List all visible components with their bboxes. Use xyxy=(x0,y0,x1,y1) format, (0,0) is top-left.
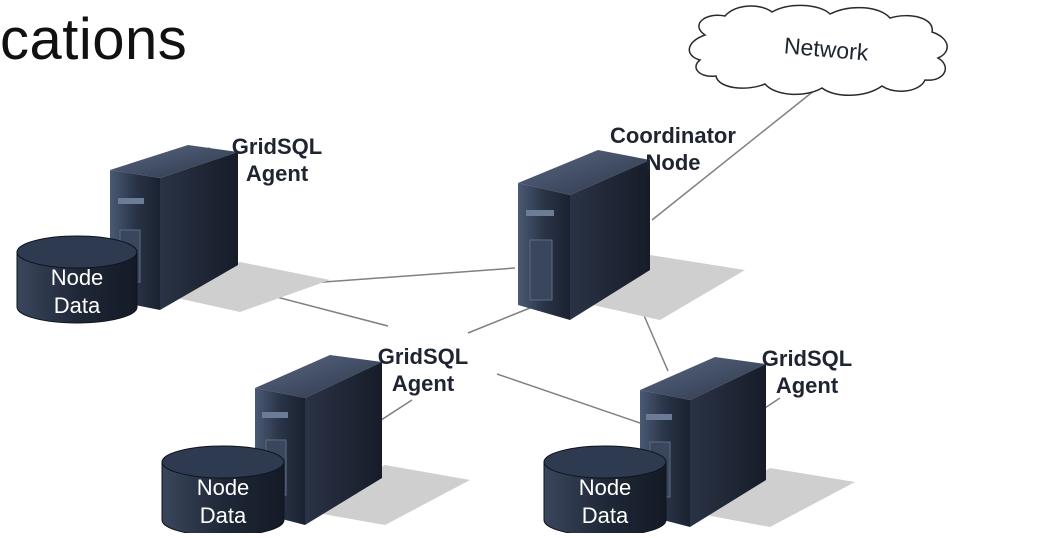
coordinator-node-label: Coordinator Node xyxy=(598,122,748,176)
agent-3-label: GridSQL Agent xyxy=(752,345,862,399)
node-data-label-3: Node Data xyxy=(555,474,655,530)
agent-3-label-line1: GridSQL xyxy=(761,346,853,371)
connector-agent2-agent3 xyxy=(496,373,641,424)
agent-2-label-line1: GridSQL xyxy=(377,344,469,369)
node-data-label-3-line1: Node xyxy=(578,475,632,500)
server-shadow xyxy=(570,255,745,320)
agent-1-label-line1: GridSQL xyxy=(231,134,323,159)
server-top xyxy=(255,355,382,398)
server-side xyxy=(570,160,650,320)
server-drive-slot xyxy=(118,198,144,204)
coordinator-label-line2: Node xyxy=(645,150,701,175)
connector-agent2-coordinator xyxy=(467,307,531,334)
node-data-label-2: Node Data xyxy=(173,474,273,530)
server-drive-slot xyxy=(526,210,554,216)
server-side xyxy=(690,364,766,527)
agent-2-label: GridSQL Agent xyxy=(368,343,478,397)
connector-coordinator-network xyxy=(651,89,816,221)
agent-3-label-line2: Agent xyxy=(775,373,839,398)
server-drive-slot xyxy=(646,414,672,420)
coordinator-label-line1: Coordinator xyxy=(610,123,736,148)
server-shadow xyxy=(690,468,855,527)
agent-1-label: GridSQL Agent xyxy=(222,133,332,187)
page-title: cations xyxy=(0,7,188,72)
node-data-label-3-line2: Data xyxy=(581,503,629,528)
node-data-label-1-line1: Node xyxy=(50,265,104,290)
server-side xyxy=(305,362,382,525)
server-drive-slot xyxy=(262,412,288,418)
pointer-agent2 xyxy=(377,399,413,423)
agent-1-label-line2: Agent xyxy=(245,161,309,186)
server-bay xyxy=(529,239,553,301)
network-cloud xyxy=(688,4,948,96)
server-top xyxy=(518,150,650,195)
database-cylinder-2 xyxy=(161,445,285,537)
node-data-label-1: Node Data xyxy=(27,264,127,320)
database-cylinder-1 xyxy=(16,235,138,324)
database-cylinder-3 xyxy=(543,445,667,537)
server-top xyxy=(640,357,766,400)
server-top xyxy=(110,145,238,178)
node-data-label-2-line1: Node xyxy=(196,475,250,500)
agent-2-label-line2: Agent xyxy=(391,371,455,396)
server-coordinator xyxy=(518,150,745,320)
server-side xyxy=(160,152,238,310)
node-data-label-1-line2: Data xyxy=(53,293,101,318)
server-shadow xyxy=(150,262,330,312)
node-data-label-2-line2: Data xyxy=(199,503,247,528)
server-shadow xyxy=(300,465,470,525)
